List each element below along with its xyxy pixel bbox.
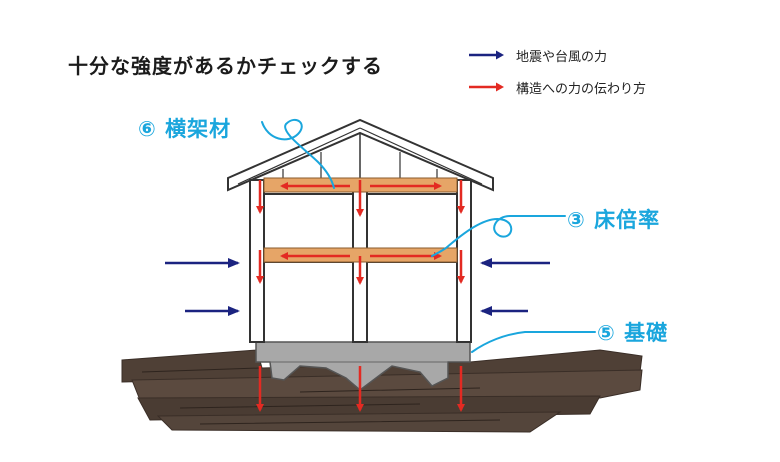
foundation <box>255 341 471 391</box>
navy-arrow-icon <box>469 50 504 60</box>
callout-leaders <box>261 118 596 353</box>
external-force-arrows <box>165 258 550 316</box>
callout-floor-ratio: ③ 床倍率 <box>567 208 661 232</box>
legend-item-load-path: 構造への力の伝わり方 <box>468 77 646 97</box>
diagram-title: 十分な強度があるかチェックする <box>68 54 383 78</box>
legend-label: 地震や台風の力 <box>516 49 608 65</box>
legend-label: 構造への力の伝わり方 <box>516 81 647 97</box>
roof <box>227 118 494 192</box>
red-arrow-icon <box>469 82 504 92</box>
callout-foundation: ⑤ 基礎 <box>597 321 669 345</box>
legend-item-external-force: 地震や台風の力 <box>468 45 607 65</box>
callout-horizontal-member: ⑥ 横架材 <box>138 117 232 141</box>
beams <box>263 177 458 263</box>
load-path-arrows <box>256 180 465 412</box>
